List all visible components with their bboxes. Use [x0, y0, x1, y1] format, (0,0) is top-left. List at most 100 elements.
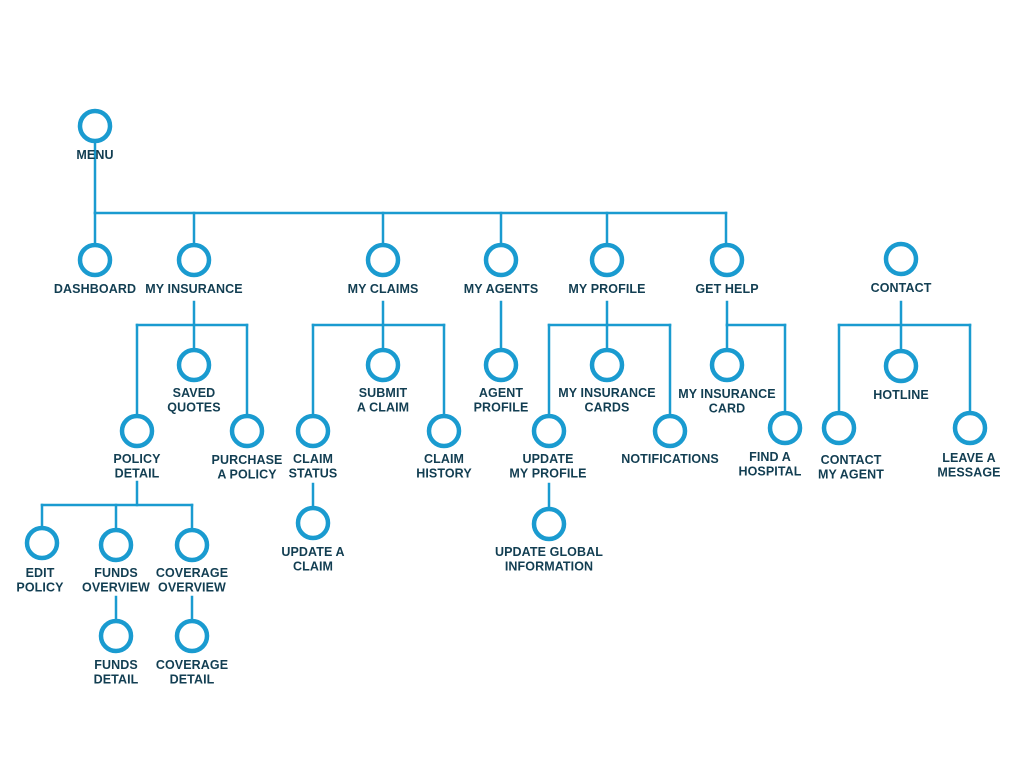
- node-label: MY INSURANCE: [558, 386, 656, 400]
- node-circle-icon: [176, 347, 212, 383]
- node-label: A POLICY: [217, 468, 277, 482]
- node-label: STATUS: [289, 467, 338, 481]
- node-my-agents[interactable]: MY AGENTS: [464, 242, 539, 296]
- node-label: DETAIL: [170, 673, 215, 687]
- node-circle-icon: [821, 410, 857, 446]
- node-label: FIND A: [749, 450, 791, 464]
- node-menu[interactable]: MENU: [76, 108, 114, 162]
- node-dashboard[interactable]: DASHBOARD: [54, 242, 136, 296]
- node-label: HOTLINE: [873, 388, 929, 402]
- node-label: FUNDS: [94, 658, 138, 672]
- node-label: SUBMIT: [359, 386, 408, 400]
- node-my-claims[interactable]: MY CLAIMS: [348, 242, 419, 296]
- node-circle-icon: [24, 525, 60, 561]
- node-label: COVERAGE: [156, 566, 228, 580]
- node-circle-icon: [98, 618, 134, 654]
- node-label: UPDATE: [522, 452, 573, 466]
- node-circle-icon: [531, 506, 567, 542]
- node-circle-icon: [119, 413, 155, 449]
- node-circle-icon: [589, 347, 625, 383]
- node-circle-icon: [295, 413, 331, 449]
- node-label: CARD: [709, 402, 746, 416]
- node-label: HISTORY: [416, 467, 472, 481]
- node-notifications[interactable]: NOTIFICATIONS: [621, 413, 719, 466]
- node-label: OVERVIEW: [158, 581, 226, 595]
- node-circle-icon: [174, 527, 210, 563]
- node-label: UPDATE GLOBAL: [495, 545, 603, 559]
- node-label: MY INSURANCE: [145, 282, 243, 296]
- node-circle-icon: [229, 413, 265, 449]
- node-circle-icon: [365, 347, 401, 383]
- node-label: MENU: [76, 148, 113, 162]
- node-label: CLAIM: [293, 560, 333, 574]
- node-label: MY INSURANCE: [678, 387, 776, 401]
- node-label: DASHBOARD: [54, 282, 136, 296]
- node-circle-icon: [483, 242, 519, 278]
- node-label: SAVED: [173, 386, 216, 400]
- node-circle-icon: [531, 413, 567, 449]
- node-label: CONTACT: [871, 281, 932, 295]
- node-circle-icon: [652, 413, 688, 449]
- node-label: PROFILE: [474, 401, 529, 415]
- node-label: INFORMATION: [505, 560, 593, 574]
- node-label: DETAIL: [115, 467, 160, 481]
- node-my-profile[interactable]: MY PROFILE: [568, 242, 645, 296]
- node-circle-icon: [483, 347, 519, 383]
- node-label: QUOTES: [167, 401, 220, 415]
- node-label: MY AGENTS: [464, 282, 539, 296]
- node-circle-icon: [883, 241, 919, 277]
- node-label: FUNDS: [94, 566, 138, 580]
- node-circle-icon: [709, 347, 745, 383]
- node-label: MY PROFILE: [509, 467, 586, 481]
- node-label: CARDS: [585, 401, 630, 415]
- node-label: PURCHASE: [212, 453, 283, 467]
- node-label: NOTIFICATIONS: [621, 452, 719, 466]
- node-contact[interactable]: CONTACT: [871, 241, 932, 295]
- node-label: EDIT: [26, 566, 55, 580]
- node-label: CLAIM: [424, 452, 464, 466]
- node-circle-icon: [77, 108, 113, 144]
- node-circle-icon: [589, 242, 625, 278]
- node-label: LEAVE A: [942, 451, 995, 465]
- node-get-help[interactable]: GET HELP: [695, 242, 759, 296]
- node-label: A CLAIM: [357, 401, 409, 415]
- node-label: MY CLAIMS: [348, 282, 419, 296]
- node-circle-icon: [98, 527, 134, 563]
- connector-lines: [40, 139, 972, 623]
- node-hotline[interactable]: HOTLINE: [873, 348, 929, 402]
- node-circle-icon: [767, 410, 803, 446]
- node-label: POLICY: [16, 581, 64, 595]
- node-circle-icon: [174, 618, 210, 654]
- node-circle-icon: [295, 505, 331, 541]
- node-circle-icon: [176, 242, 212, 278]
- node-circle-icon: [709, 242, 745, 278]
- node-label: MY AGENT: [818, 468, 884, 482]
- node-circle-icon: [883, 348, 919, 384]
- node-label: POLICY: [113, 452, 161, 466]
- node-circle-icon: [426, 413, 462, 449]
- node-my-insurance[interactable]: MY INSURANCE: [145, 242, 243, 296]
- node-label: HOSPITAL: [738, 465, 801, 479]
